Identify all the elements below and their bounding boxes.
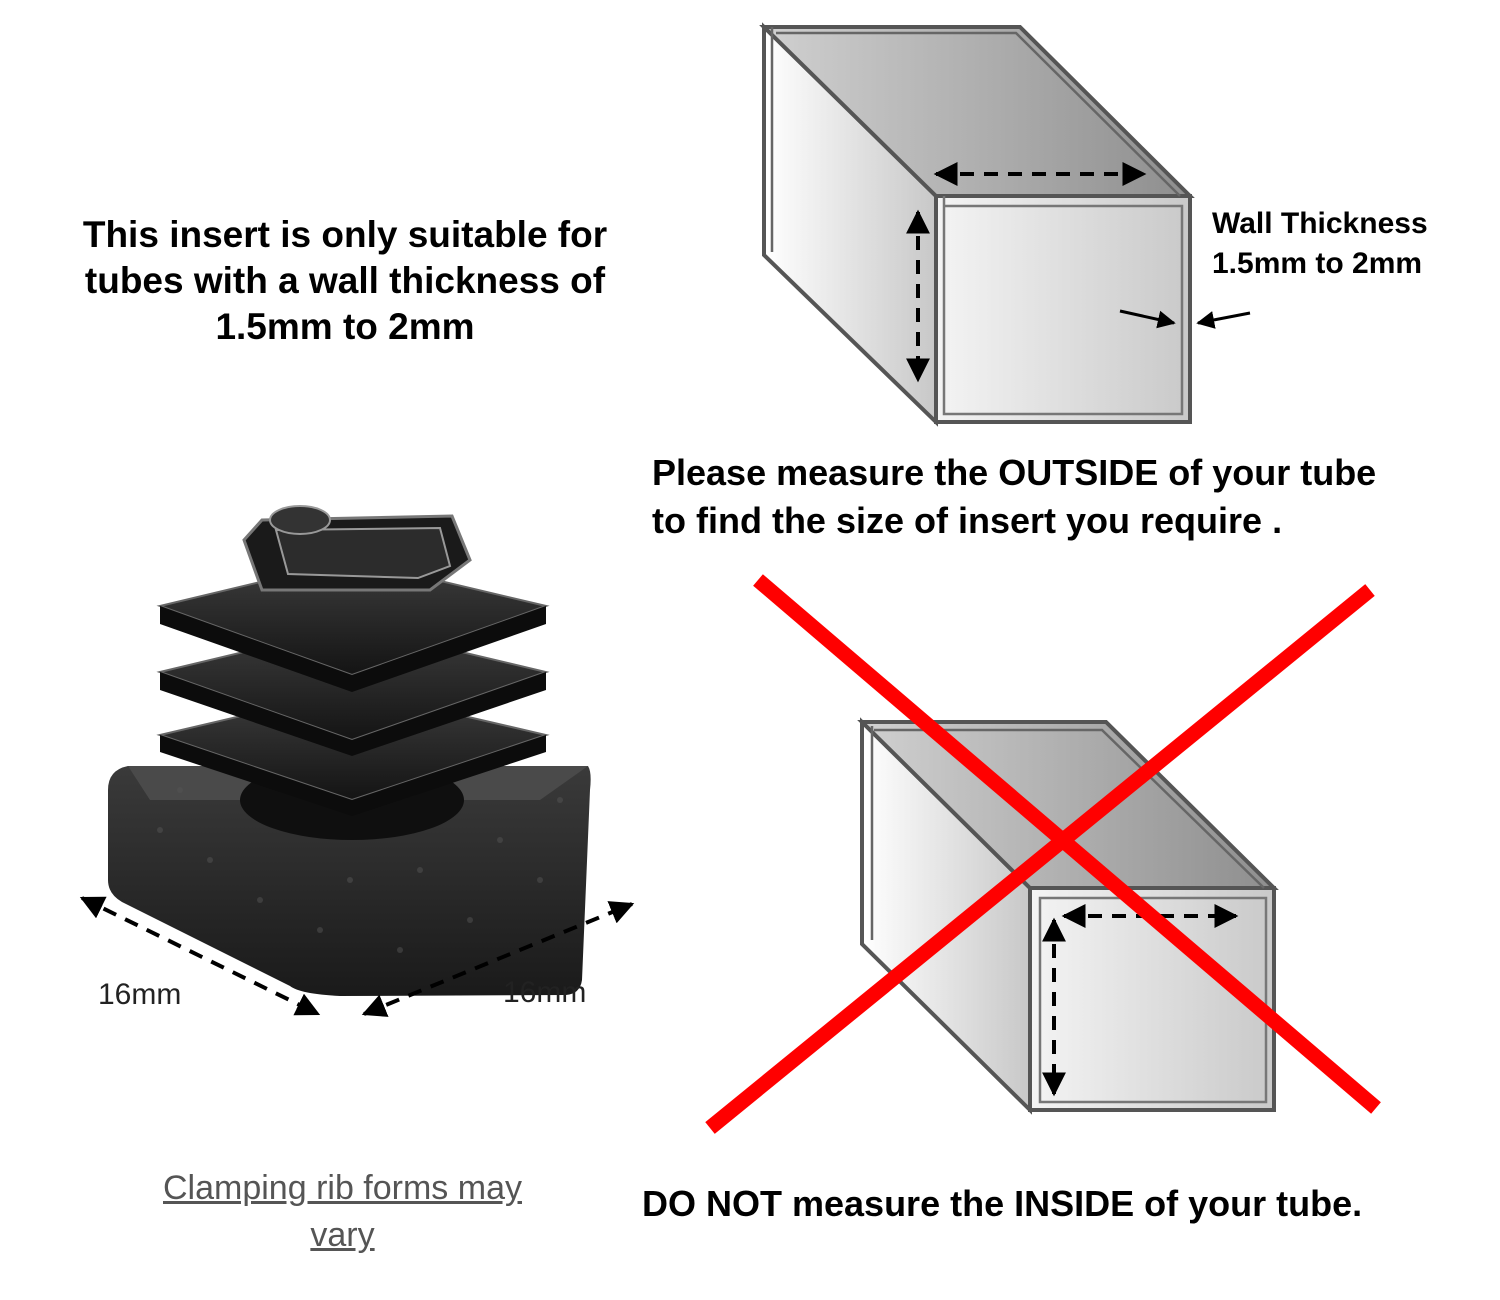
caption-line: vary <box>310 1216 375 1254</box>
wall-thickness-title: Wall Thickness <box>1212 207 1428 240</box>
insert-dimension-left: 16mm <box>98 978 182 1011</box>
tube-front-face <box>934 194 1192 424</box>
inside-tube-diagram <box>857 717 1279 1115</box>
insert-dimension-right: 16mm <box>503 976 587 1009</box>
wall-thickness-note: This insert is only suitable for tubes w… <box>20 212 670 350</box>
caption-line: Clamping rib forms may <box>163 1169 522 1207</box>
outside-instruction: Please measure the OUTSIDE of your tube … <box>652 449 1376 545</box>
wall-thickness-arrow-right <box>1196 311 1251 329</box>
outside-instruction-line: to find the size of insert you require . <box>652 500 1283 541</box>
outside-tube-diagram <box>759 22 1251 427</box>
wall-thickness-label: Wall Thickness 1.5mm to 2mm <box>1212 204 1428 284</box>
square-insert-image <box>79 505 635 1017</box>
clamping-rib-caption: Clamping rib forms may vary <box>120 1165 565 1259</box>
wall-thickness-value: 1.5mm to 2mm <box>1212 247 1423 280</box>
note-line: This insert is only suitable for <box>82 214 608 255</box>
inside-instruction: DO NOT measure the INSIDE of your tube. <box>642 1183 1363 1224</box>
insert-depth-arrow <box>79 896 321 1016</box>
wall-thickness-arrow-left <box>1119 309 1176 329</box>
do-not-cross-mark <box>705 574 1381 1134</box>
note-line: 1.5mm to 2mm <box>215 306 475 347</box>
insert-width-arrow <box>361 901 635 1017</box>
note-line: tubes with a wall thickness of <box>84 260 606 301</box>
outside-instruction-line: Please measure the OUTSIDE of your tube <box>652 452 1377 493</box>
